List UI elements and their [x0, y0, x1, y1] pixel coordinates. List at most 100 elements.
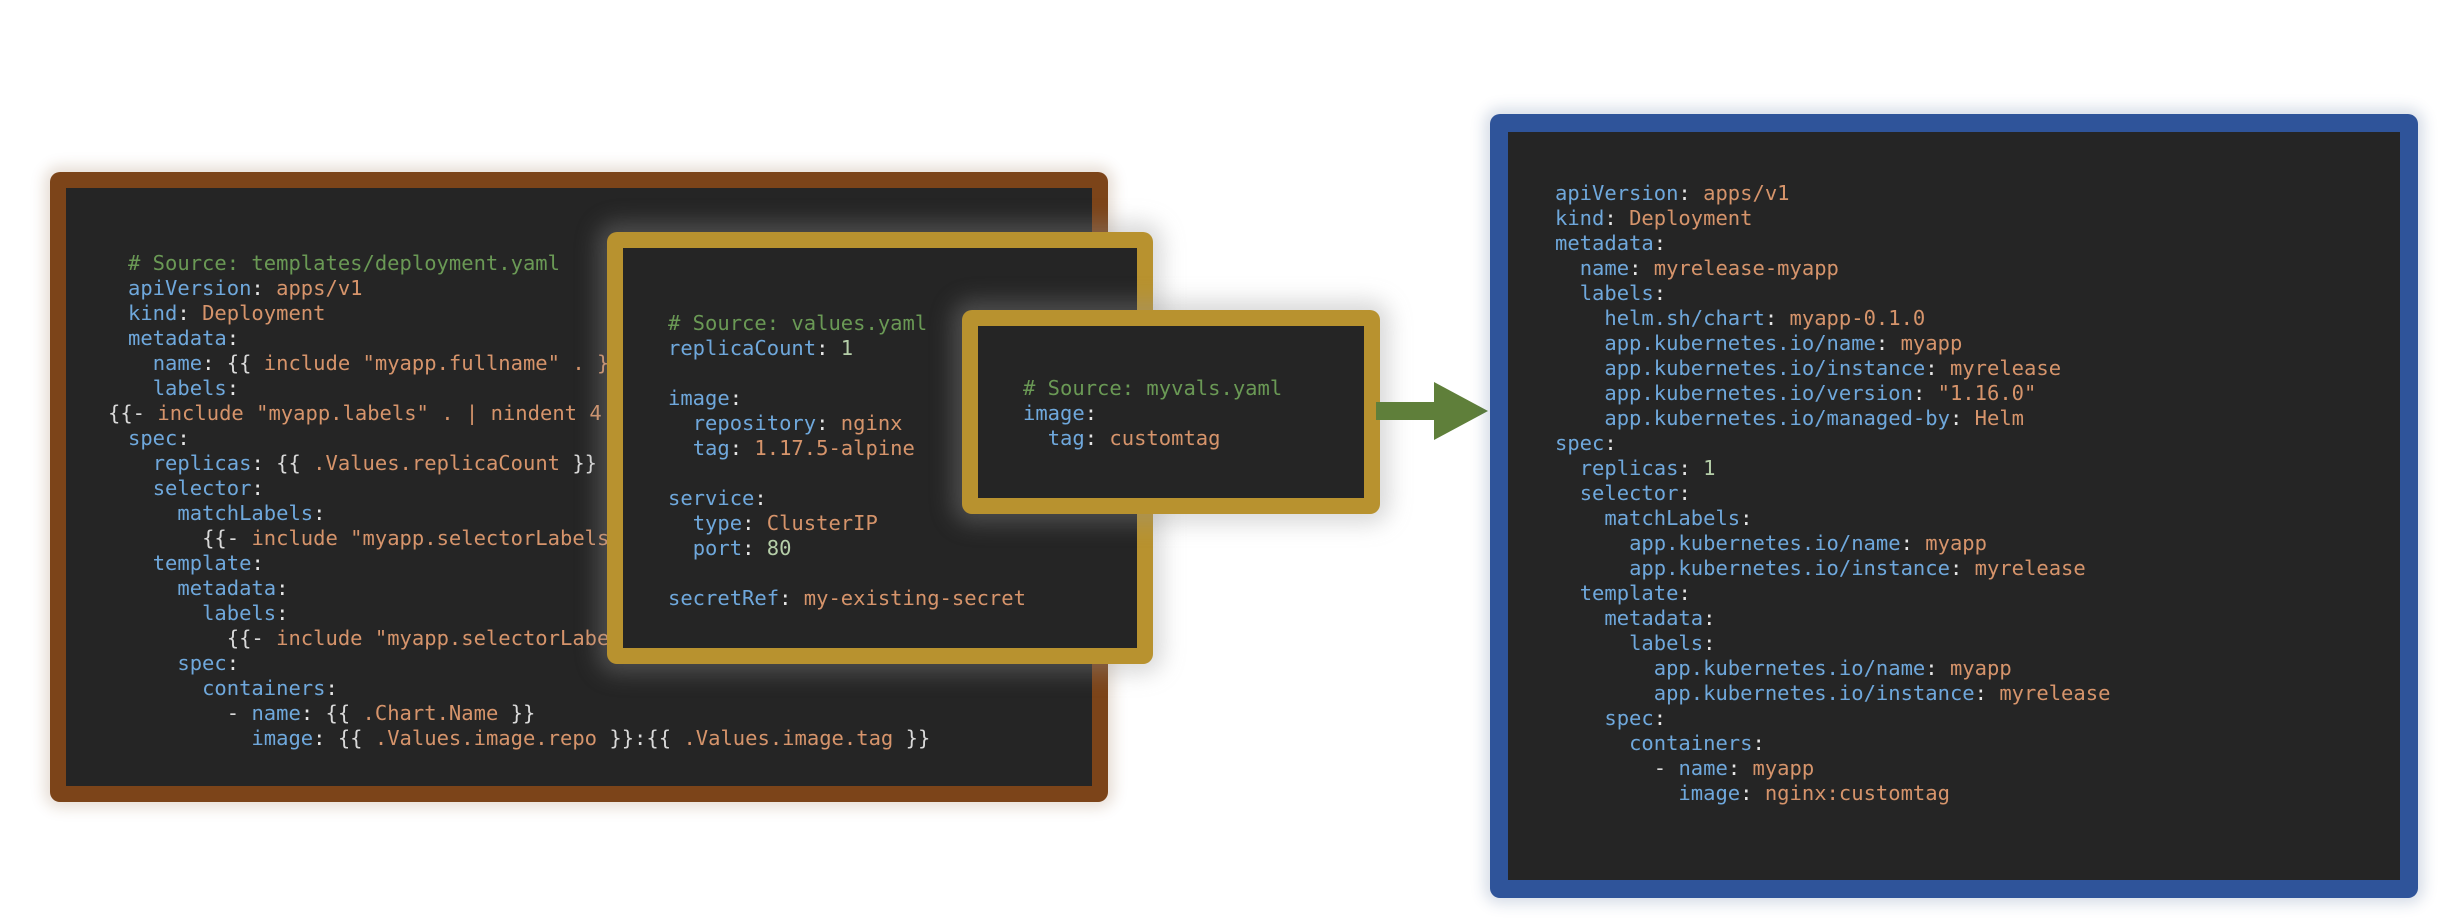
yaml-value: myapp	[1900, 331, 1963, 355]
code-line: helm.sh/chart: myapp-0.1.0	[1604, 306, 1926, 330]
code-line: template:	[1579, 581, 1691, 605]
yaml-value: myrelease	[1949, 356, 2062, 380]
code-line: type: ClusterIP	[692, 511, 878, 535]
code-line: replicaCount: 1	[668, 336, 854, 360]
source-comment: # Source: templates/deployment.yaml	[128, 251, 560, 275]
code-line: secretRef: my-existing-secret	[668, 586, 1026, 610]
yaml-key: selector	[152, 476, 252, 500]
source-comment: # Source: values.yaml	[668, 311, 928, 335]
code-line: - name: {{ .Chart.Name }}	[226, 701, 536, 725]
yaml-value: Helm	[1974, 406, 2025, 430]
yaml-key: image	[1678, 781, 1741, 805]
yaml-key: name	[251, 701, 301, 725]
code-line: app.kubernetes.io/instance: myrelease	[1604, 356, 2062, 380]
yaml-key: port	[692, 536, 743, 560]
code-line: image: nginx:customtag	[1678, 781, 1950, 805]
right-arrow-icon	[1376, 382, 1488, 440]
yaml-key: metadata	[1604, 606, 1704, 630]
yaml-key: image	[1023, 401, 1085, 425]
code-line: metadata:	[177, 576, 289, 600]
template-expression: .Values.replicaCount	[313, 451, 560, 475]
yaml-key: matchLabels	[177, 501, 314, 525]
yaml-key: name	[1678, 756, 1728, 780]
code-line: app.kubernetes.io/name: myapp	[1653, 656, 2012, 680]
code-line: # Source: values.yaml	[668, 311, 1026, 336]
yaml-key: app.kubernetes.io/name	[1629, 531, 1901, 555]
yaml-key: matchLabels	[1604, 506, 1741, 530]
yaml-key: image	[251, 726, 314, 750]
yaml-key: helm.sh/chart	[1604, 306, 1765, 330]
code-line: spec:	[128, 426, 190, 450]
code-line: replicas: {{ .Values.replicaCount }}	[152, 451, 598, 475]
yaml-key: spec	[128, 426, 178, 450]
template-expression: .Chart.Name	[362, 701, 499, 725]
yaml-key: template	[1579, 581, 1679, 605]
yaml-value: customtag	[1109, 426, 1221, 450]
code-line	[668, 561, 1026, 586]
yaml-key: labels	[1629, 631, 1704, 655]
code-line: port: 80	[692, 536, 792, 560]
yaml-key: apiVersion	[1555, 181, 1679, 205]
code-line: spec:	[177, 651, 240, 675]
code-line: matchLabels:	[1604, 506, 1753, 530]
list-dash: -	[226, 701, 252, 725]
yaml-key: name	[1579, 256, 1630, 280]
code-line: containers:	[1629, 731, 1765, 755]
code-line: app.kubernetes.io/name: myapp	[1604, 331, 1963, 355]
yaml-value: myapp	[1949, 656, 2012, 680]
code-line: spec:	[1555, 431, 1617, 455]
yaml-value: ClusterIP	[766, 511, 878, 535]
code-line: repository: nginx	[692, 411, 903, 435]
template-brace: {{-	[226, 626, 277, 650]
list-dash: -	[1653, 756, 1679, 780]
code-line: replicas: 1	[1579, 456, 1716, 480]
code-line: tag: customtag	[1047, 426, 1221, 450]
code-line: - name: myapp	[1653, 756, 1815, 780]
code-line: tag: 1.17.5-alpine	[692, 436, 915, 460]
template-brace: {{	[325, 701, 363, 725]
code-line: selector:	[1579, 481, 1691, 505]
yaml-key: app.kubernetes.io/managed-by	[1604, 406, 1950, 430]
code-line: app.kubernetes.io/name: myapp	[1629, 531, 1987, 555]
template-brace: {{-	[202, 526, 252, 550]
code-line: # Source: myvals.yaml	[1023, 376, 1282, 401]
code-line: selector:	[152, 476, 264, 500]
yaml-value: myapp	[1925, 531, 1987, 555]
yaml-key: app.kubernetes.io/name	[1653, 656, 1926, 680]
yaml-key: metadata	[128, 326, 227, 350]
yaml-value: myrelease	[1999, 681, 2111, 705]
code-line: labels:	[202, 601, 289, 625]
code-line: app.kubernetes.io/version: "1.16.0"	[1604, 381, 2037, 405]
code-line: name: {{ include "myapp.fullname" . }}	[152, 351, 622, 375]
yaml-key: tag	[1047, 426, 1085, 450]
code-line: image:	[668, 386, 743, 410]
yaml-key: image	[668, 386, 730, 410]
yaml-number: 80	[766, 536, 792, 560]
yaml-key: containers	[202, 676, 326, 700]
yaml-key: replicas	[152, 451, 252, 475]
code-line: name: myrelease-myapp	[1579, 256, 1839, 280]
code-line: apiVersion: apps/v1	[128, 276, 363, 300]
code-line: {{- include "myapp.labels" . | nindent 4…	[108, 401, 930, 426]
template-brace: }}	[498, 701, 536, 725]
template-expression: .Values.image.tag	[683, 726, 894, 750]
yaml-key: labels	[1579, 281, 1654, 305]
yaml-value: nginx:customtag	[1764, 781, 1950, 805]
yaml-key: template	[152, 551, 252, 575]
yaml-key: kind	[1555, 206, 1605, 230]
yaml-key: labels	[152, 376, 227, 400]
template-brace: {{-	[108, 401, 158, 425]
code-line: app.kubernetes.io/instance: myrelease	[1629, 556, 2086, 580]
yaml-value: apps/v1	[1703, 181, 1790, 205]
yaml-value: my-existing-secret	[803, 586, 1026, 610]
yaml-key: containers	[1629, 731, 1753, 755]
template-brace: {{	[337, 726, 375, 750]
template-brace: {{	[226, 351, 264, 375]
code-line: app.kubernetes.io/instance: myrelease	[1653, 681, 2111, 705]
yaml-number: 1	[840, 336, 854, 360]
yaml-key: app.kubernetes.io/version	[1604, 381, 1913, 405]
